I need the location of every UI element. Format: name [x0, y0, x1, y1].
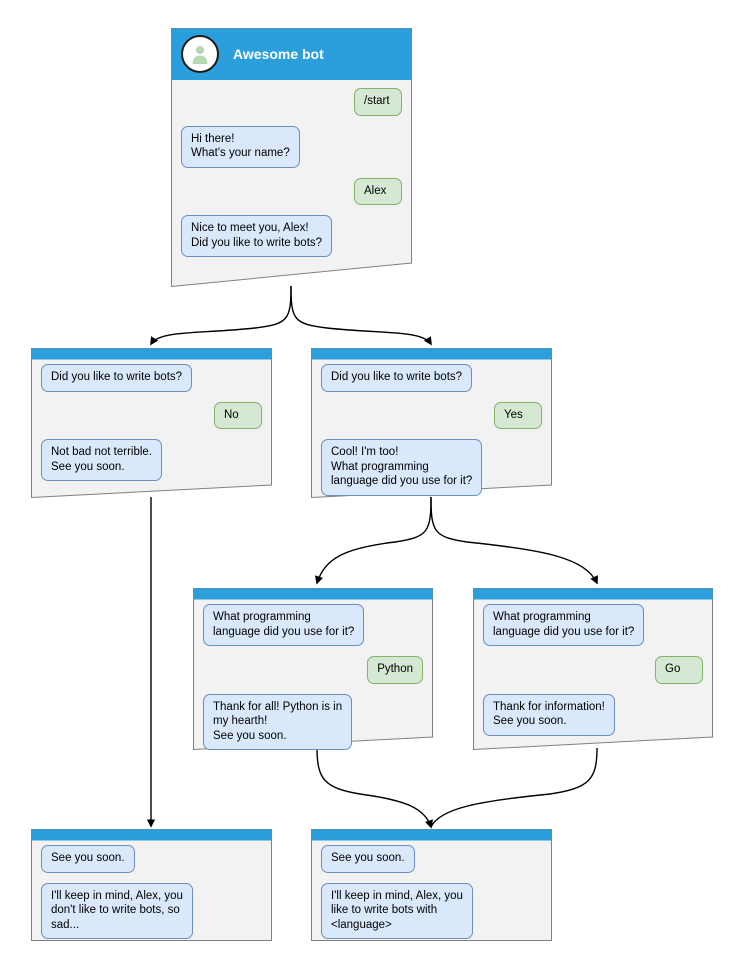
message-row: What programming language did you use fo… [483, 604, 703, 646]
branch-go-messages: What programming language did you use fo… [473, 604, 713, 746]
user-message: /start [354, 88, 402, 116]
bot-message: See you soon. [41, 845, 135, 873]
message-row: /start [181, 88, 402, 116]
user-message: Alex [354, 177, 402, 205]
edge-yes-to-python [315, 496, 432, 585]
end-happy-messages: See you soon. I'll keep in mind, Alex, y… [311, 845, 552, 949]
bot-message: Cool! I'm too! What programming language… [321, 439, 483, 496]
end-sad-messages: See you soon. I'll keep in mind, Alex, y… [31, 845, 272, 949]
user-message: Go [655, 656, 703, 684]
message-row: Did you like to write bots? [321, 364, 542, 392]
message-row: Did you like to write bots? [41, 364, 262, 392]
message-row: Cool! I'm too! What programming language… [321, 439, 542, 496]
bot-message: Did you like to write bots? [321, 364, 473, 392]
bot-message: See you soon. [321, 845, 415, 873]
card-branch-no[interactable]: Did you like to write bots? No Not bad n… [31, 348, 272, 498]
message-row: See you soon. [321, 845, 542, 873]
bot-message: What programming language did you use fo… [203, 604, 365, 646]
edge-root-to-no [150, 285, 292, 346]
user-message: No [214, 401, 262, 429]
card-branch-python[interactable]: What programming language did you use fo… [193, 588, 433, 750]
bot-titlebar: Awesome bot [171, 28, 412, 80]
message-row: See you soon. [41, 845, 262, 873]
bot-message: Nice to meet you, Alex! Did you like to … [181, 215, 333, 257]
message-row: No [41, 401, 262, 429]
message-row: Nice to meet you, Alex! Did you like to … [181, 215, 402, 257]
message-row: Not bad not terrible. See you soon. [41, 439, 262, 481]
message-row: Thank for information! See you soon. [483, 693, 703, 736]
user-message: Yes [494, 401, 542, 429]
message-row: Python [203, 656, 423, 684]
message-row: Alex [181, 177, 402, 205]
message-row: Go [483, 656, 703, 684]
branch-no-messages: Did you like to write bots? No Not bad n… [31, 364, 272, 491]
person-avatar-icon [181, 35, 219, 73]
bot-title: Awesome bot [233, 46, 324, 62]
branch-yes-messages: Did you like to write bots? Yes Cool! I'… [311, 364, 552, 506]
bot-message: Not bad not terrible. See you soon. [41, 439, 163, 481]
bot-message: What programming language did you use fo… [483, 604, 645, 646]
card-root[interactable]: Awesome bot /start Hi there! What's your… [171, 28, 412, 287]
bot-message: I'll keep in mind, Alex, you like to wri… [321, 882, 473, 939]
edge-go-to-end-happy [430, 747, 598, 828]
card-branch-go[interactable]: What programming language did you use fo… [473, 588, 713, 750]
edge-root-to-yes [290, 285, 432, 346]
message-row: What programming language did you use fo… [203, 604, 423, 646]
bot-message: Thank for information! See you soon. [483, 693, 615, 736]
bot-message: Thank for all! Python is in my hearth! S… [203, 693, 353, 750]
bot-message: I'll keep in mind, Alex, you don't like … [41, 882, 193, 939]
branch-python-messages: What programming language did you use fo… [193, 604, 433, 760]
edge-yes-to-go [430, 496, 598, 585]
message-row: Hi there! What's your name? [181, 125, 402, 168]
message-row: Yes [321, 401, 542, 429]
bot-message: Did you like to write bots? [41, 364, 193, 392]
message-row: I'll keep in mind, Alex, you like to wri… [321, 882, 542, 939]
bot-message: Hi there! What's your name? [181, 125, 300, 168]
card-end-sad[interactable]: See you soon. I'll keep in mind, Alex, y… [31, 829, 272, 941]
card-branch-yes[interactable]: Did you like to write bots? Yes Cool! I'… [311, 348, 552, 498]
message-row: Thank for all! Python is in my hearth! S… [203, 693, 423, 750]
message-row: I'll keep in mind, Alex, you don't like … [41, 882, 262, 939]
user-message: Python [367, 656, 423, 684]
root-messages: /start Hi there! What's your name? Alex … [171, 88, 412, 267]
card-end-happy[interactable]: See you soon. I'll keep in mind, Alex, y… [311, 829, 552, 941]
